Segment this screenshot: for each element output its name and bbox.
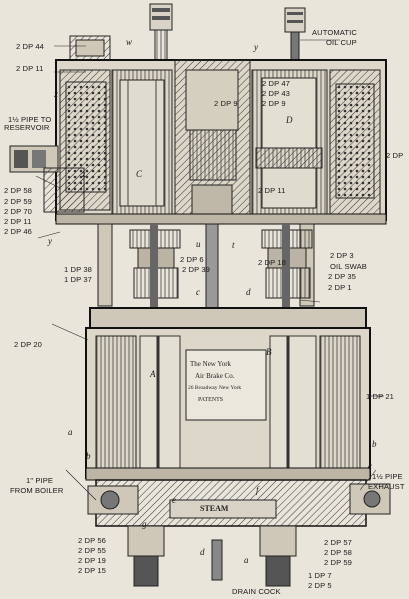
label-pipe-reservoir: 1½ PIPE TO <box>8 115 52 124</box>
maker-plate-line4: PATENTS <box>198 397 224 403</box>
label-2dp58b: 2 DP 58 <box>324 548 353 557</box>
maker-plate-line3: 26 Broadway New York <box>188 385 242 391</box>
label-2dp9b: 2 DP 9 <box>214 99 238 108</box>
label-pipe-exhaust: 1½ PIPE <box>372 472 403 481</box>
letter-B: B <box>266 347 272 357</box>
label-2dp15: 2 DP 15 <box>78 566 107 575</box>
label-2dp43: 2 DP 43 <box>262 89 291 98</box>
label-drain-cock: DRAIN COCK <box>232 587 281 596</box>
steam-label: STEAM <box>200 504 229 513</box>
label-2dp59: 2 DP 59 <box>4 197 33 206</box>
letter-y-top: y <box>254 42 259 52</box>
label-2dp59b: 2 DP 59 <box>324 558 353 567</box>
label-pipe-reservoir-2: RESERVOIR <box>4 123 50 132</box>
label-2dp58: 2 DP 58 <box>4 186 33 195</box>
label-2dp5: 2 DP 5 <box>308 581 332 590</box>
letter-y-bottom: y <box>48 236 53 246</box>
letter-f: f <box>256 485 259 495</box>
letter-t: t <box>232 240 235 250</box>
label-2dp70: 2 DP 70 <box>4 207 33 216</box>
label-2dp57: 2 DP 57 <box>324 538 353 547</box>
letter-C: C <box>136 169 143 179</box>
letter-d-bottom: d <box>200 547 205 557</box>
letter-b-left: b <box>86 451 91 461</box>
label-pipe-exhaust-2: EXHAUST <box>368 482 405 491</box>
label-pipe-boiler-2: FROM BOILER <box>10 486 64 495</box>
label-2dp35: 2 DP 35 <box>328 272 357 281</box>
letter-g: g <box>142 519 147 529</box>
letter-w: w <box>126 37 133 47</box>
label-1dp37: 1 DP 37 <box>64 275 93 284</box>
letter-a-bottom: a <box>244 555 249 565</box>
upper-head <box>9 3 387 225</box>
label-2dp56: 2 DP 56 <box>78 536 107 545</box>
label-1dp21: 1 DP 21 <box>366 392 395 401</box>
letter-b-right: b <box>372 439 377 449</box>
label-pipe-boiler: 1" PIPE <box>26 476 54 485</box>
maker-plate-line1: The New York <box>190 360 232 368</box>
letter-x: x <box>54 89 59 99</box>
letter-c-mid: c <box>196 287 201 297</box>
letter-a-left: a <box>68 427 73 437</box>
label-2dp: 2 DP <box>386 151 404 160</box>
label-2dp11b: 2 DP 11 <box>4 217 32 226</box>
label-2dp3: 2 DP 3 <box>330 251 354 260</box>
letter-A: A <box>150 369 156 379</box>
label-2dp39: 2 DP 39 <box>182 265 211 274</box>
label-1dp7: 1 DP 7 <box>308 571 332 580</box>
label-2dp9a: 2 DP 9 <box>262 99 286 108</box>
leader-lines <box>35 39 384 501</box>
letter-z: z <box>82 169 86 179</box>
label-2dp19: 2 DP 19 <box>78 556 107 565</box>
label-2dp11a: 2 DP 11 <box>16 64 44 73</box>
label-2dp20: 2 DP 20 <box>14 340 43 349</box>
label-1dp38: 1 DP 38 <box>64 265 93 274</box>
letter-D: D <box>286 115 293 125</box>
letter-e: e <box>172 495 177 505</box>
label-2dp46: 2 DP 46 <box>4 227 33 236</box>
steam-cylinder <box>85 307 391 587</box>
label-2dp18: 2 DP 18 <box>258 258 287 267</box>
label-oil-swab: OIL SWAB <box>330 262 367 271</box>
middle-connection <box>97 223 315 314</box>
letter-c-right: c <box>368 461 373 471</box>
label-2dp55: 2 DP 55 <box>78 546 107 555</box>
label-2dp44: 2 DP 44 <box>16 42 45 51</box>
label-automatic: AUTOMATIC <box>312 28 357 37</box>
label-oil-cup: OIL CUP <box>326 38 357 47</box>
label-2dp1: 2 DP 1 <box>328 283 352 292</box>
label-2dp11c: 2 DP 11 <box>258 186 286 195</box>
letter-d-mid: d <box>246 287 251 297</box>
letter-u: u <box>196 239 201 249</box>
maker-plate-line2: Air Brake Co. <box>195 372 235 380</box>
label-2dp6: 2 DP 6 <box>180 255 204 264</box>
label-2dp47: 2 DP 47 <box>262 79 291 88</box>
